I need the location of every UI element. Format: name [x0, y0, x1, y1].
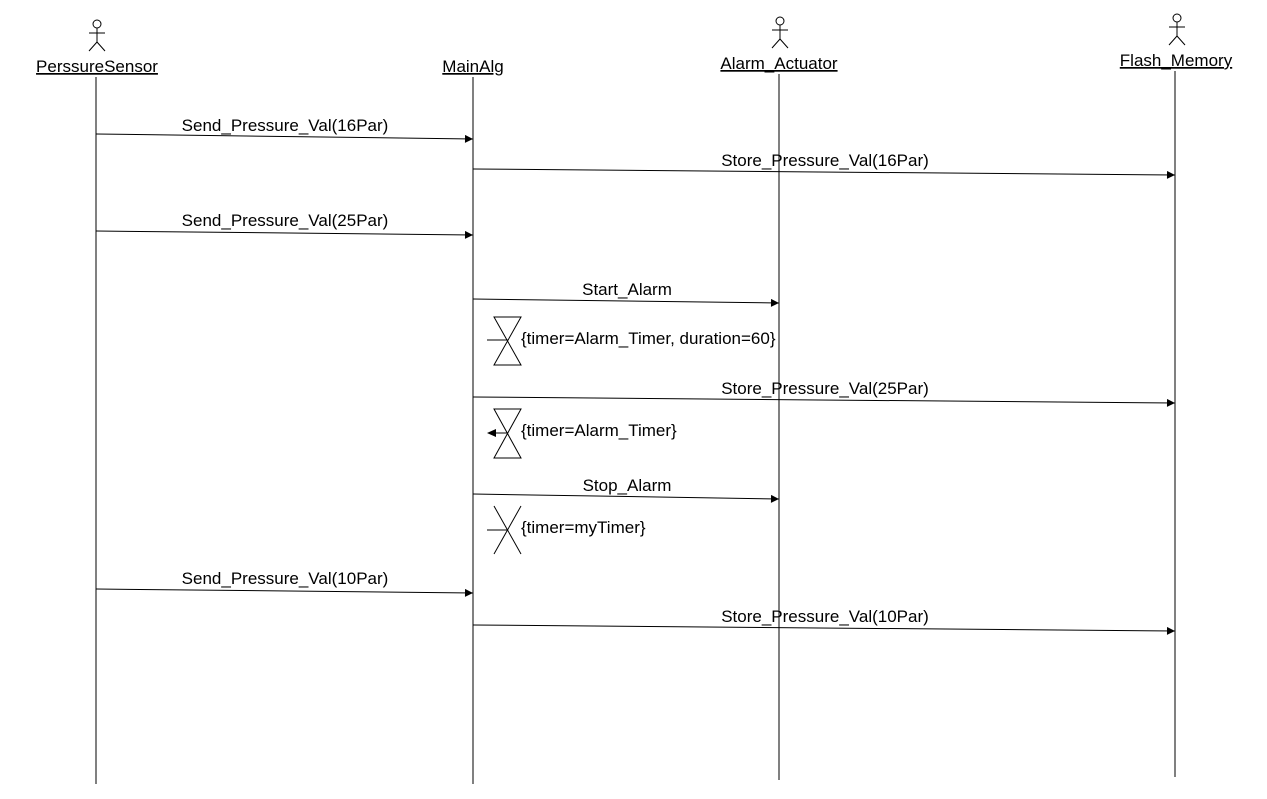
- timer-label: {timer=Alarm_Timer}: [521, 421, 677, 440]
- message-label: Store_Pressure_Val(16Par): [721, 151, 929, 170]
- message-label: Start_Alarm: [582, 280, 672, 299]
- participant-name: PerssureSensor: [36, 57, 158, 76]
- participant-name: Flash_Memory: [1120, 51, 1233, 70]
- actor-icon: [771, 16, 789, 49]
- stop-timer-icon: [487, 505, 522, 555]
- message-arrow: [472, 168, 1176, 179]
- participant-flash-memory[interactable]: Flash_Memory: [1120, 13, 1233, 777]
- message-send-pressure-25[interactable]: Send_Pressure_Val(25Par): [95, 211, 474, 239]
- participant-name: Alarm_Actuator: [720, 54, 837, 73]
- timer-label: {timer=Alarm_Timer, duration=60}: [521, 329, 776, 348]
- timer-label: {timer=myTimer}: [521, 518, 646, 537]
- message-store-pressure-25[interactable]: Store_Pressure_Val(25Par): [472, 379, 1176, 407]
- message-label: Send_Pressure_Val(25Par): [182, 211, 389, 230]
- actor-icon: [1168, 13, 1186, 46]
- message-label: Store_Pressure_Val(10Par): [721, 607, 929, 626]
- participant-alarm-actuator[interactable]: Alarm_Actuator: [720, 16, 838, 780]
- message-arrow: [472, 493, 780, 503]
- message-arrow: [472, 298, 780, 307]
- message-stop-alarm[interactable]: Stop_Alarm: [472, 476, 780, 503]
- message-arrow: [95, 588, 474, 597]
- timer-timeout-alarm-timer[interactable]: {timer=Alarm_Timer}: [487, 408, 677, 459]
- message-start-alarm[interactable]: Start_Alarm: [472, 280, 780, 307]
- hourglass-icon: [487, 316, 522, 366]
- hourglass-icon: [493, 408, 522, 459]
- message-store-pressure-16[interactable]: Store_Pressure_Val(16Par): [472, 151, 1176, 179]
- participant-main-alg[interactable]: MainAlg: [442, 57, 504, 784]
- message-send-pressure-16[interactable]: Send_Pressure_Val(16Par): [95, 116, 474, 143]
- message-send-pressure-10[interactable]: Send_Pressure_Val(10Par): [95, 569, 474, 597]
- timeout-arrow-icon: [487, 429, 508, 437]
- participant-perssure-sensor[interactable]: PerssureSensor: [36, 19, 158, 784]
- message-label: Send_Pressure_Val(10Par): [182, 569, 389, 588]
- message-arrow: [472, 624, 1176, 635]
- timer-start-alarm-timer[interactable]: {timer=Alarm_Timer, duration=60}: [487, 316, 776, 366]
- message-label: Store_Pressure_Val(25Par): [721, 379, 929, 398]
- message-label: Stop_Alarm: [583, 476, 672, 495]
- timer-stop-my-timer[interactable]: {timer=myTimer}: [487, 505, 646, 555]
- participant-name: MainAlg: [442, 57, 503, 76]
- message-arrow: [472, 396, 1176, 407]
- message-arrow: [95, 133, 474, 143]
- message-label: Send_Pressure_Val(16Par): [182, 116, 389, 135]
- message-arrow: [95, 230, 474, 239]
- message-store-pressure-10[interactable]: Store_Pressure_Val(10Par): [472, 607, 1176, 635]
- actor-icon: [88, 19, 106, 52]
